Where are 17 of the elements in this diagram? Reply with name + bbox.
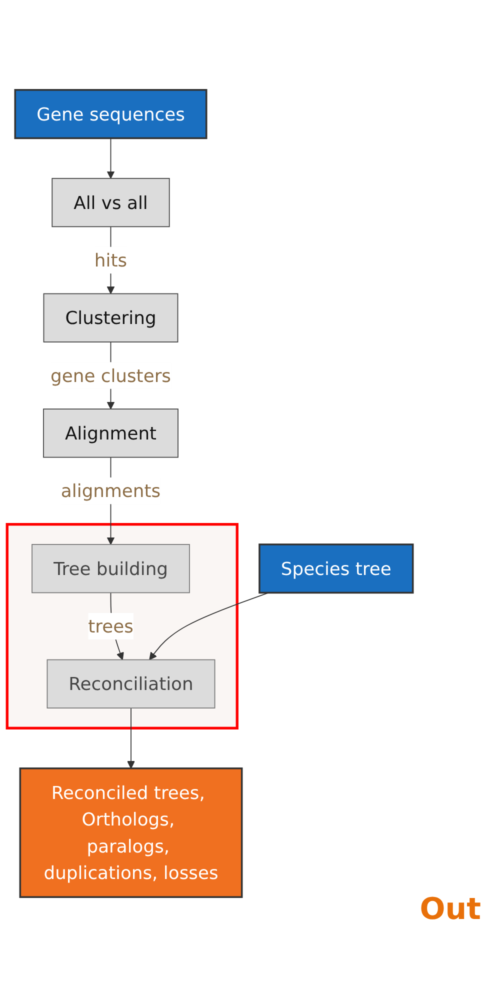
node-box: Gene sequences	[14, 89, 208, 140]
edge-label: hits	[94, 249, 128, 271]
arrow	[149, 592, 270, 660]
arrow	[127, 708, 135, 769]
edge-label: alignments	[60, 480, 161, 502]
node-box: Alignment	[43, 408, 178, 458]
node-box: Species tree	[258, 544, 414, 594]
node-box: Clustering	[43, 293, 178, 342]
node-box: Reconciled trees, Orthologs, paralogs, duplications, losses	[19, 767, 243, 898]
node-box: All vs all	[52, 178, 170, 228]
node-box: Tree building	[32, 544, 190, 594]
cluster	[6, 523, 238, 730]
output-text: Out	[420, 892, 481, 927]
node-box: Reconciliation	[46, 659, 216, 708]
edge-label: trees	[88, 616, 134, 637]
arrow	[106, 138, 115, 179]
edge-label: gene clusters	[50, 364, 171, 386]
